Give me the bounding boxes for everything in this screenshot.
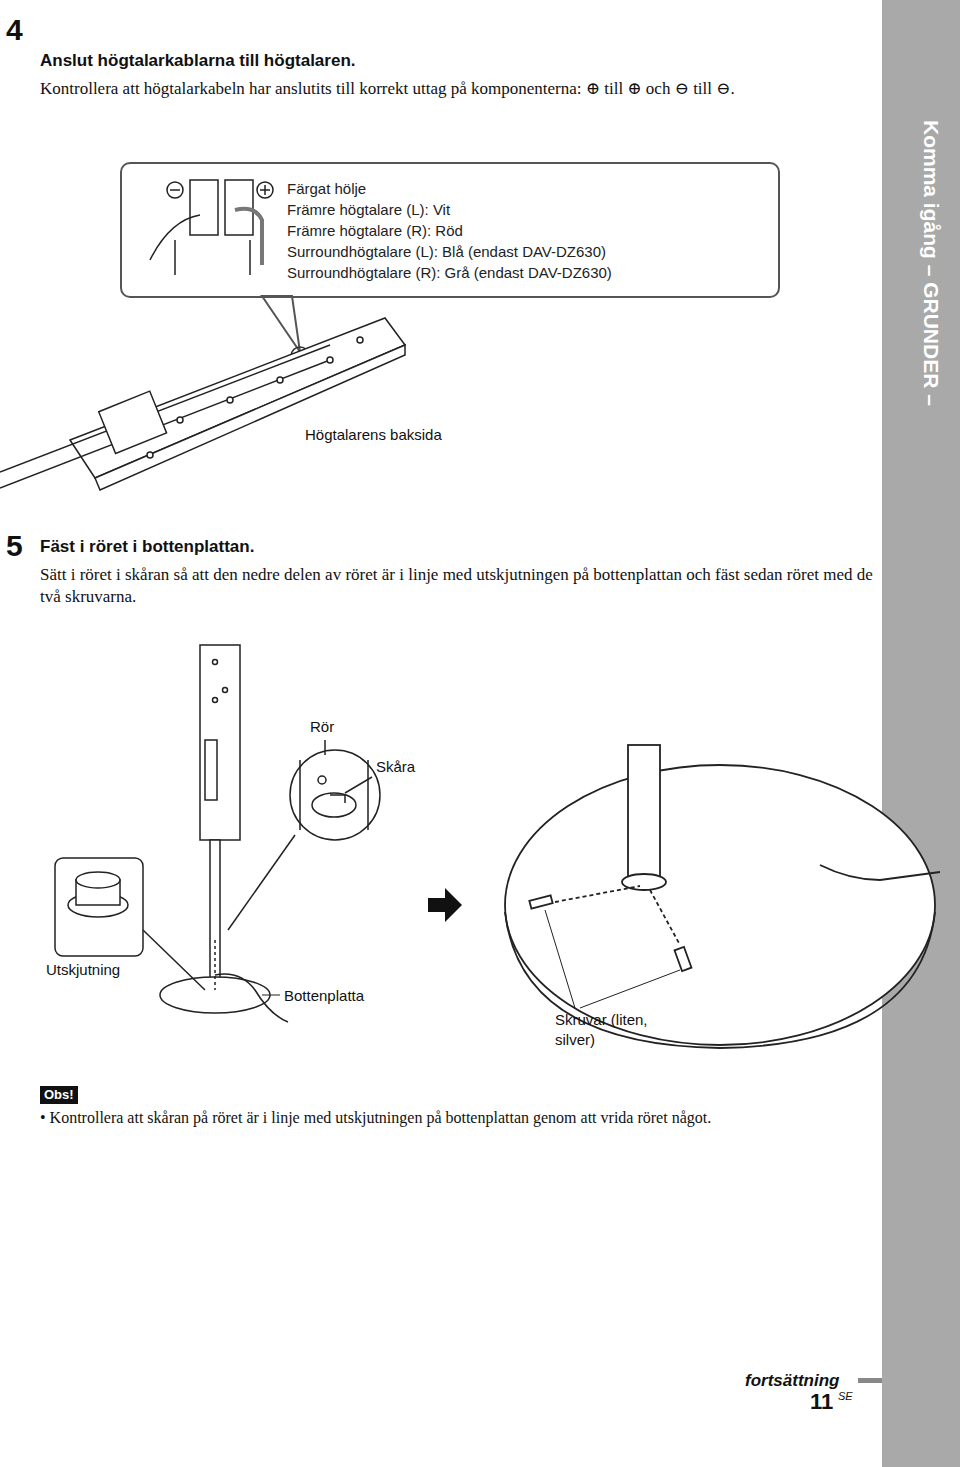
node-text: Främre högtalare (L): Vit — [287, 199, 768, 220]
step-heading: Fäst i röret i bottenplattan. — [40, 536, 254, 558]
step-heading: Anslut högtalarkablarna till högtalaren. — [40, 50, 356, 72]
note-text: • Kontrollera att skåran på röret är i l… — [40, 1108, 875, 1129]
part-label: Utskjutning — [46, 960, 120, 980]
side-band — [882, 0, 960, 1467]
step-text: Kontrollera att högtalarkabeln har anslu… — [40, 78, 870, 100]
continue-label: fortsättning — [745, 1370, 839, 1392]
node-text: Surroundhögtalare (L): Blå (endast DAV-D… — [287, 241, 768, 262]
terminal-illustration — [150, 180, 273, 275]
continue-bar — [858, 1378, 882, 1383]
speaker-back — [0, 318, 405, 490]
part-label: Rör — [310, 717, 334, 737]
part-label: Skåra — [376, 757, 415, 777]
part-label: Skruvar (liten, silver) — [555, 1010, 665, 1049]
node-text: Komma igång – GRUNDER – — [919, 120, 943, 406]
part-label: Bottenplatta — [284, 986, 364, 1006]
tube-inset — [228, 740, 380, 930]
step-arrow — [428, 888, 462, 922]
callout-tail — [262, 296, 300, 352]
base-plate — [505, 745, 940, 1048]
step-number: 4 — [6, 10, 23, 49]
node-text: Obs! — [44, 1087, 74, 1103]
leader-line — [262, 995, 280, 996]
node-text: Surroundhögtalare (R): Grå (endast DAV-D… — [287, 262, 768, 283]
step-text: Sätt i röret i skåran så att den nedre d… — [40, 564, 875, 608]
callout-box: Färgat höljeFrämre högtalare (L): VitFrä… — [120, 162, 780, 298]
node-text: Främre högtalare (R): Röd — [287, 220, 768, 241]
side-tab: Komma igång – GRUNDER – — [882, 0, 960, 1467]
node-text: Färgat hölje — [287, 178, 768, 199]
part-label: Högtalarens baksida — [305, 425, 442, 445]
step-number: 5 — [6, 526, 23, 565]
page-number: 11 — [810, 1388, 833, 1417]
note-badge: Obs! — [40, 1086, 78, 1104]
page-suffix: SE — [838, 1389, 853, 1403]
